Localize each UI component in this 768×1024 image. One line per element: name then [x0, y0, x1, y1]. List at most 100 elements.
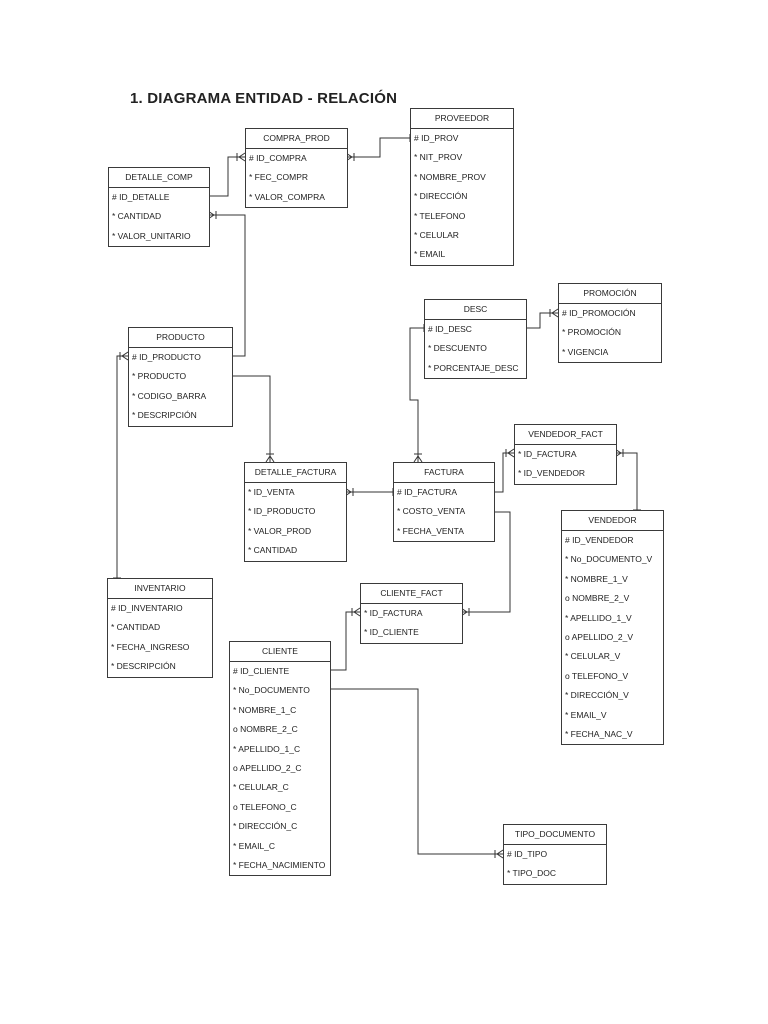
- entity-desc[interactable]: DESC # ID_DESC * DESCUENTO * PORCENTAJE_DES…: [424, 299, 527, 380]
- entity-header: DETALLE_FACTURA: [245, 463, 346, 483]
- entity-attribute: * CANTIDAD: [111, 622, 161, 633]
- entity-attribute: # ID_COMPRA: [249, 153, 307, 163]
- entity-attribute: * No_DOCUMENTO: [233, 685, 310, 696]
- entity-attribute: * ID_VENTA: [248, 487, 295, 497]
- cardinality-mark: [353, 607, 361, 613]
- entity-attribute: * DESCRIPCIÓN: [132, 410, 197, 421]
- link-producto-inventario: [116, 355, 128, 578]
- entity-attribute: * APELLIDO_1_C: [233, 743, 301, 754]
- entity-attribute: # ID_DETALLE: [112, 192, 170, 202]
- entity-attribute: * CANTIDAD: [248, 545, 298, 556]
- entity-attribute: * EMAIL: [414, 249, 446, 260]
- entity-attribute: * FEC_COMPR: [249, 172, 309, 183]
- entity-attribute: # ID_VENDEDOR: [565, 535, 634, 545]
- entity-attribute: # ID_TIPO: [507, 849, 548, 859]
- entity-vendedor[interactable]: VENDEDOR # ID_VENDEDOR * No_DOCUMENTO_V * N…: [561, 510, 664, 746]
- entity-attribute: * NIT_PROV: [414, 152, 463, 163]
- entity-cliente-fact[interactable]: CLIENTE_FACT * ID_FACTURA * ID_CLIENTE: [360, 583, 463, 644]
- entity-attribute: * EMAIL_C: [233, 840, 276, 851]
- cardinality-mark: [417, 455, 423, 463]
- entity-vendedor-fact[interactable]: VENDEDOR_FACT * ID_FACTURA * ID_VENDEDOR: [514, 424, 617, 485]
- cardinality-mark: [353, 611, 361, 617]
- entity-tipo-documento[interactable]: TIPO_DOCUMENTO # ID_TIPO * TIPO_DOC: [503, 824, 607, 885]
- entity-header: DESC: [425, 300, 526, 320]
- cardinality-mark: [269, 455, 275, 463]
- link-factura-vendedor-fact: [493, 452, 514, 493]
- entity-attribute: * EMAIL_V: [565, 709, 607, 720]
- entity-attribute: * NOMBRE_1_C: [233, 704, 297, 715]
- entity-attribute: * FECHA_NACIMIENTO: [233, 859, 326, 870]
- entity-attribute: * VALOR_UNITARIO: [112, 230, 191, 241]
- entity-header: CLIENTE_FACT: [361, 584, 462, 604]
- entity-header: TIPO_DOCUMENTO: [504, 825, 606, 845]
- entity-cliente[interactable]: CLIENTE# ID_CLIENTE* No_DOCUMENTO* NOMBR…: [229, 641, 331, 877]
- cardinality-mark: [121, 355, 129, 361]
- entity-attribute: * ID_FACTURA: [364, 608, 423, 618]
- link-detalle-producto: [208, 214, 246, 357]
- entity-attribute: * FECHA_INGRESO: [111, 641, 190, 652]
- entity-inventario[interactable]: INVENTARIO# ID_INVENTARIO* CANTIDAD* FEC…: [107, 578, 213, 678]
- entity-header: PROVEEDOR: [411, 109, 513, 129]
- entity-factura[interactable]: FACTURA# ID_FACTURA* COSTO_VENTA* FECHA_…: [393, 462, 495, 543]
- entity-attribute: # ID_PROV: [414, 133, 459, 143]
- entity-detalle-factura[interactable]: DETALLE_FACTURA* ID_VENTA* ID_PRODUCTO* …: [244, 462, 347, 562]
- entity-producto[interactable]: PRODUCTO# ID_PRODUCTO* PRODUCTO* CODIGO_…: [128, 327, 233, 427]
- entity-attribute: o NOMBRE_2_V: [565, 593, 630, 604]
- cardinality-mark: [496, 853, 504, 859]
- entity-attribute: * PROMOCIÓN: [562, 327, 622, 338]
- entity-attribute: * NOMBRE_1_V: [565, 573, 628, 584]
- entity-attribute: o APELLIDO_2_V: [565, 631, 634, 642]
- entity-detalle-comp[interactable]: DETALLE_COMP# ID_DETALLE* CANTIDAD* VALO…: [108, 167, 210, 248]
- entity-header: PROMOCIÓN: [559, 284, 661, 304]
- entity-proveedor[interactable]: PROVEEDOR # ID_PROV * NIT_PROV * NOMBRE_PRO…: [410, 108, 514, 266]
- cardinality-mark: [496, 849, 504, 855]
- entity-attribute: * VALOR_PROD: [248, 525, 312, 536]
- link-factura-cliente-fact: [461, 511, 511, 613]
- entity-attribute: * DESCRIPCIÓN: [111, 661, 176, 672]
- entity-attribute: * DIRECCIÓN: [414, 191, 468, 202]
- link-cliente-fact-cliente: [329, 611, 360, 671]
- entity-attribute: * ID_VENDEDOR: [518, 468, 586, 479]
- entity-header: COMPRA_PROD: [246, 129, 347, 149]
- link-desc-factura: [409, 327, 424, 462]
- entity-attribute: * No_DOCUMENTO_V: [565, 554, 653, 565]
- entity-attribute: * COSTO_VENTA: [397, 506, 466, 517]
- entity-header: PRODUCTO: [129, 328, 232, 348]
- link-proveedor-compra: [346, 137, 410, 158]
- entity-attribute: * CELULAR: [414, 229, 459, 240]
- entity-attribute: o TELEFONO_C: [233, 801, 297, 812]
- entity-attribute: * APELLIDO_1_V: [565, 612, 632, 623]
- link-producto-detalle-factura: [231, 375, 271, 462]
- cardinality-mark: [238, 152, 246, 158]
- page-title: 1. DIAGRAMA ENTIDAD - RELACIÓN: [130, 90, 398, 107]
- entity-attribute: * ID_CLIENTE: [364, 627, 419, 638]
- entity-header: VENDEDOR: [562, 511, 663, 531]
- entity-attribute: * CANTIDAD: [112, 211, 162, 222]
- entity-attribute: * ID_FACTURA: [518, 449, 577, 459]
- entity-attribute: * DESCUENTO: [428, 343, 487, 354]
- cardinality-mark: [265, 455, 271, 463]
- entity-attribute: # ID_DESC: [428, 324, 472, 334]
- entity-attribute: o NOMBRE_2_C: [233, 724, 298, 735]
- entity-header: INVENTARIO: [108, 579, 212, 599]
- entity-attribute: * FECHA_NAC_V: [565, 728, 633, 739]
- entity-attribute: * PORCENTAJE_DESC: [428, 362, 519, 373]
- entity-attribute: * CODIGO_BARRA: [132, 390, 207, 401]
- entity-attribute: * TIPO_DOC: [507, 868, 556, 879]
- link-vendedor-fact-vendedor: [615, 452, 638, 510]
- entity-header: CLIENTE: [230, 642, 330, 662]
- entity-attribute: o APELLIDO_2_C: [233, 762, 302, 773]
- link-cliente-tipo-documento: [329, 688, 503, 855]
- cardinality-mark: [507, 448, 515, 454]
- cardinality-mark: [507, 452, 515, 458]
- entity-compra-prod[interactable]: COMPRA_PROD# ID_COMPRA* FEC_COMPR* VALOR…: [245, 128, 348, 209]
- link-compra-detalle: [208, 156, 245, 197]
- cardinality-mark: [238, 156, 246, 162]
- entity-attribute: * DIRECCIÓN_C: [233, 821, 298, 832]
- entity-header: VENDEDOR_FACT: [515, 425, 616, 445]
- entity-attribute: * NOMBRE_PROV: [414, 171, 486, 182]
- entity-attribute: * TELEFONO: [414, 210, 466, 221]
- entity-attribute: o TELEFONO_V: [565, 670, 629, 681]
- entity-header: FACTURA: [394, 463, 494, 483]
- entity-promocion[interactable]: PROMOCIÓN# ID_PROMOCIÓN* PROMOCIÓN* VIGE…: [558, 283, 662, 364]
